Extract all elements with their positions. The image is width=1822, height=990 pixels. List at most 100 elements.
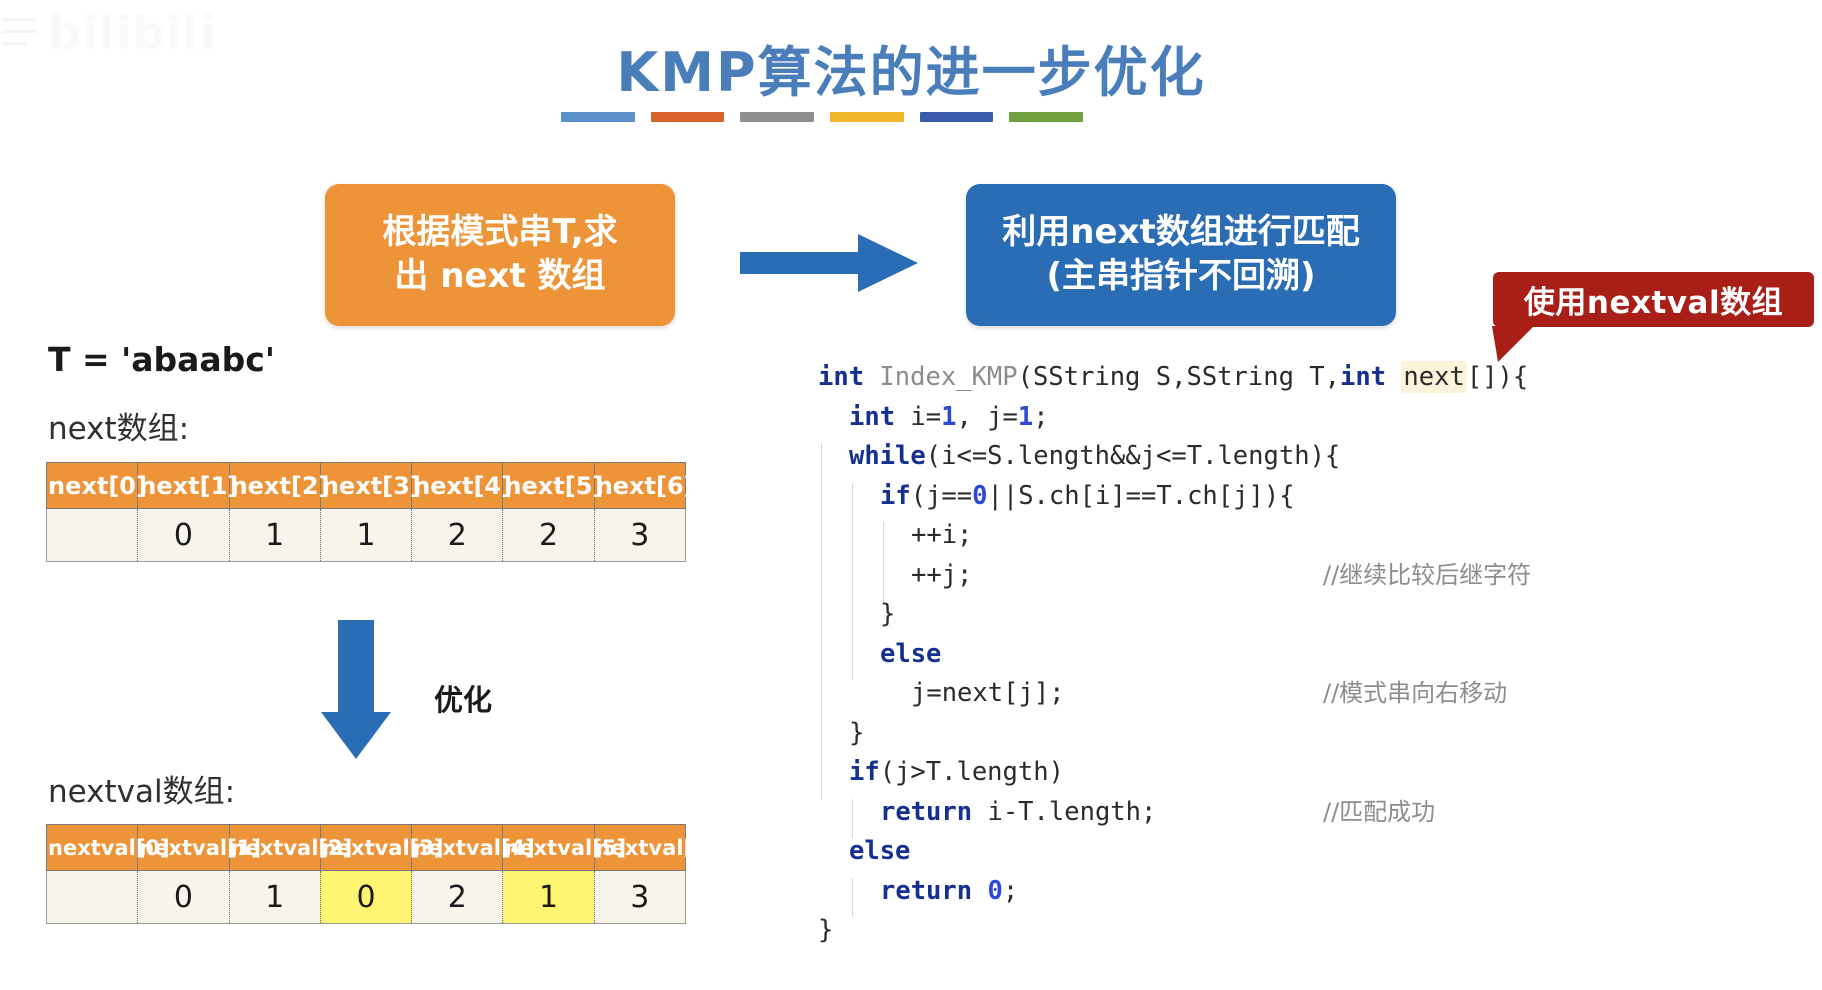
nextval-array-value-cell: 1 [502,870,595,924]
code-token: []){ [1466,362,1529,392]
code-line: else [818,635,1528,675]
callout-tail-icon [1492,326,1534,362]
code-line: j=next[j]; //模式串向右移动 [818,674,1528,714]
page-title: KMP算法的进一步优化 [616,41,1206,104]
code-token: if [880,480,911,511]
nextval-array-value-cell: 1 [228,870,321,924]
bilibili-watermark: bilibili [0,2,215,72]
next-array-header-cell: next[0] [45,462,147,509]
hamburger-menu-icon [2,18,38,54]
next-array-header-cell: next[2] [228,462,330,509]
title-underline-bar-5 [919,112,994,122]
next-array-header-cell: next[4] [411,462,512,509]
code-token: j=next[j]; [911,678,1065,708]
code-indent-guide [883,522,884,601]
code-token-highlighted: next [1401,361,1467,393]
code-token: (j>T.length) [879,757,1064,787]
next-array-table: next[0]next[1]next[2]next[3]next[4]next[… [45,462,695,562]
nextval-array-header-cell: nextval[3] [319,824,444,871]
pattern-string-label: T = 'abaabc' [48,340,275,379]
code-token: } [880,599,896,629]
title-underline-bar-6 [1009,112,1084,122]
title-underline-bar-3 [740,112,815,122]
code-token: 0 [972,480,988,511]
flow-step-build-next-label: 根据模式串T,求出 next 数组 [382,211,617,298]
nextval-array-header-cell: nextval[6] [593,824,717,871]
arrow-right-icon [740,234,918,292]
next-array-value-cell: 0 [137,508,230,562]
arrow-down-icon [321,620,391,759]
code-token: return [880,875,973,906]
code-comment: //模式串向右移动 [1323,679,1508,707]
nextval-array-value-cell [45,870,139,924]
title-underline-bars [561,112,1084,122]
next-array-header-cell: next[5] [502,462,603,509]
code-indent-guide [852,798,853,838]
code-line: if(j>T.length) [818,753,1528,793]
nextval-array-header-row: nextval[0]nextval[1]nextval[2]nextval[3]… [45,824,717,871]
code-token: } [818,915,834,945]
flow-step-match-line-1: 利用next数组进行匹配 [1002,212,1360,253]
code-token: int [818,362,865,392]
title-underline-bar-4 [830,112,904,122]
next-array-header-cell: next[3] [319,462,421,509]
code-line: int Index_KMP(SString S,SString T,int ne… [818,358,1528,398]
nextval-array-header-cell: nextval[0] [45,824,170,871]
code-token: i= [895,401,942,432]
nextval-array-value-cell: 3 [593,870,687,924]
code-token: int [849,401,896,432]
code-line: } [818,911,1528,951]
code-token: return [880,796,973,827]
flow-step-build-next-line-1: 根据模式串T,求 [382,212,618,253]
code-token: Index_KMP [879,362,1018,392]
code-token: 1 [941,401,957,432]
flow-step-match: 利用next数组进行匹配(主串指针不回溯) [966,184,1396,326]
code-comment: //匹配成功 [1323,797,1436,826]
code-token: (SString S,SString T, [1017,362,1340,392]
code-token: while [849,441,926,471]
code-token: 1 [1017,401,1034,432]
nextval-array-caption: nextval数组: [48,774,236,810]
nextval-array-header-cell: nextval[4] [411,824,535,871]
code-token: ++j; [911,559,973,590]
nextval-array-header-cell: nextval[1] [137,824,261,871]
code-line: } [818,714,1528,754]
next-array-value-cell: 2 [502,508,595,562]
flow-step-match-label: 利用next数组进行匹配(主串指针不回溯) [1002,211,1359,298]
nextval-array-value-cell: 2 [411,870,504,924]
code-comment: //继续比较后继字符 [1323,560,1532,589]
code-token: ++i; [911,520,973,550]
nextval-array-value-cell: 0 [137,870,230,924]
code-line: int i=1, j=1; [818,398,1528,438]
nextval-array-header-cell: nextval[5] [502,824,626,871]
code-token: if [849,757,880,787]
optimize-label: 优化 [434,683,493,717]
flow-step-build-next-line-2: 出 next 数组 [394,256,606,296]
code-listing: int Index_KMP(SString S,SString T, int ne… [818,358,1532,951]
title-underline-bar-1 [561,112,635,122]
next-array-value-cell: 3 [593,508,687,562]
next-array-header-row: next[0]next[1]next[2]next[3]next[4]next[… [45,462,695,509]
code-token: 0 [987,875,1003,906]
callout-use-nextval: 使用nextval数组 [1493,272,1814,327]
bilibili-logo-text: bilibili [48,6,217,60]
flow-step-match-line-2: (主串指针不回溯) [1046,256,1316,296]
next-array-caption: next数组: [48,411,190,447]
next-array-value-cell: 2 [411,508,504,562]
code-token: (j== [910,480,973,511]
code-indent-guide [852,877,853,917]
flow-step-build-next: 根据模式串T,求出 next 数组 [325,184,675,326]
code-line: ++j; //继续比较后继字符 [818,556,1532,596]
next-array-value-cell [45,508,139,562]
code-token: ; [1002,875,1019,906]
code-token [972,876,987,906]
code-line: } [818,595,1528,635]
code-line: ++i; [818,516,1528,556]
nextval-array-value-cell: 0 [319,870,413,924]
code-token [1386,362,1401,392]
nextval-array-header-cell: nextval[2] [228,824,352,871]
code-indent-guide [821,443,822,799]
